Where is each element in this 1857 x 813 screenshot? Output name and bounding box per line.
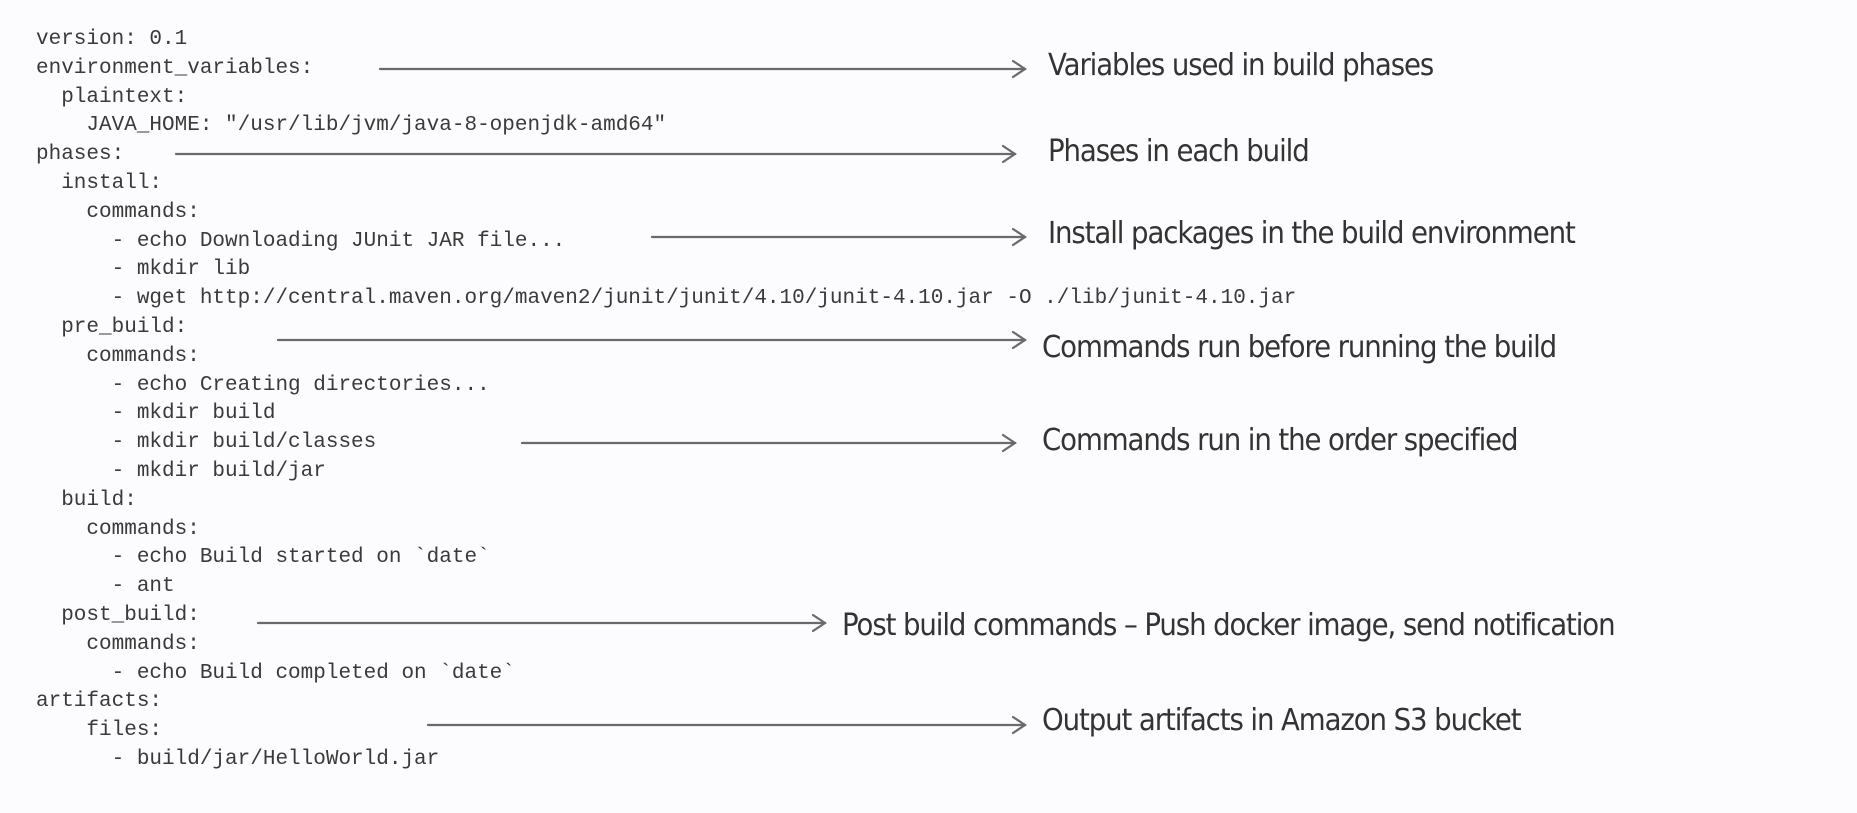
code-line-ant: - ant bbox=[36, 575, 175, 599]
arrow-order-icon bbox=[520, 433, 1017, 453]
code-line-pre-build-commands: commands: bbox=[36, 344, 200, 368]
arrow-env-vars-icon bbox=[378, 59, 1027, 79]
code-line-post-build-commands: commands: bbox=[36, 632, 200, 656]
code-line-pre-build: pre_build: bbox=[36, 315, 188, 339]
code-line-java-home: JAVA_HOME: "/usr/lib/jvm/java-8-openjdk-… bbox=[36, 114, 667, 138]
arrow-install-icon bbox=[650, 227, 1027, 247]
annotation-post-build: Post build commands – Push docker image,… bbox=[842, 608, 1616, 643]
arrow-post-build-icon bbox=[256, 613, 827, 633]
code-line-install-commands: commands: bbox=[36, 200, 200, 224]
code-line-plaintext: plaintext: bbox=[36, 85, 188, 109]
code-line-wget: - wget http://central.maven.org/maven2/j… bbox=[36, 287, 1297, 311]
arrow-artifacts-icon bbox=[426, 715, 1027, 735]
code-line-phases: phases: bbox=[36, 143, 125, 167]
code-line-post-build: post_build: bbox=[36, 603, 200, 627]
code-line-version: version: 0.1 bbox=[36, 28, 188, 51]
code-line-echo-creating: - echo Creating directories... bbox=[36, 373, 490, 397]
code-line-mkdir-build: - mkdir build bbox=[36, 402, 276, 426]
code-line-echo-downloading: - echo Downloading JUnit JAR file... bbox=[36, 229, 566, 253]
annotation-phases: Phases in each build bbox=[1048, 134, 1310, 169]
code-line-echo-build-completed: - echo Build completed on `date` bbox=[36, 661, 515, 685]
code-line-mkdir-lib: - mkdir lib bbox=[36, 258, 251, 282]
code-line-artifacts: artifacts: bbox=[36, 690, 163, 714]
code-line-mkdir-build-jar: - mkdir build/jar bbox=[36, 459, 326, 483]
annotation-pre-build: Commands run before running the build bbox=[1042, 330, 1557, 365]
annotation-artifacts: Output artifacts in Amazon S3 bucket bbox=[1042, 703, 1522, 738]
code-line-helloworld-jar: - build/jar/HelloWorld.jar bbox=[36, 747, 440, 771]
code-line-environment-variables: environment_variables: bbox=[36, 56, 314, 80]
arrow-pre-build-icon bbox=[276, 330, 1027, 350]
arrow-phases-icon bbox=[174, 144, 1017, 164]
annotation-order: Commands run in the order specified bbox=[1042, 423, 1519, 458]
annotation-env-vars: Variables used in build phases bbox=[1048, 48, 1434, 83]
code-line-files: files: bbox=[36, 719, 163, 743]
code-line-build: build: bbox=[36, 488, 137, 512]
code-line-echo-build-started: - echo Build started on `date` bbox=[36, 546, 490, 570]
code-line-install: install: bbox=[36, 171, 163, 195]
annotation-install: Install packages in the build environmen… bbox=[1048, 216, 1576, 251]
buildspec-code-block: version: 0.1 environment_variables: plain… bbox=[36, 26, 1296, 775]
code-line-build-commands: commands: bbox=[36, 517, 200, 541]
code-line-mkdir-build-classes: - mkdir build/classes bbox=[36, 431, 377, 455]
